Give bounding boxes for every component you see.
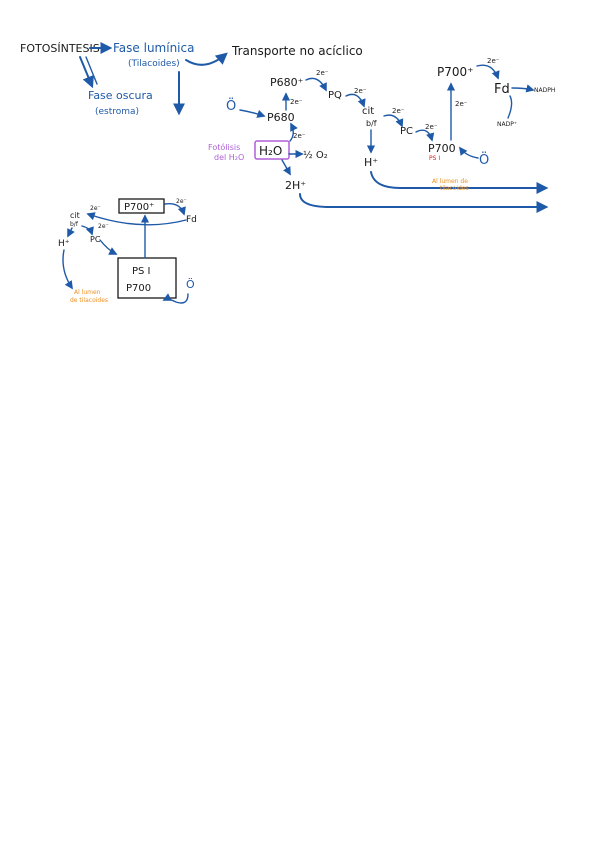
arrow-pc-to-p700	[415, 129, 435, 142]
cyclic-arrow-p700plus-to-fd	[164, 203, 186, 216]
arrow-light-to-p700	[458, 146, 479, 159]
node-pq: PQ	[328, 90, 342, 101]
lumen-label-1: Al lumen de	[432, 178, 468, 185]
cyclic-node-p700: P700	[126, 283, 151, 294]
cyclic-e-label-2: 2e⁻	[90, 205, 101, 212]
node-2h-plus: 2H⁺	[285, 179, 306, 192]
arrow-cit-to-pc	[383, 114, 404, 128]
arrow-p700plus-to-fd	[476, 64, 500, 80]
cyclic-node-p700-plus: P700⁺	[124, 202, 154, 213]
arrow-to-transporte	[185, 52, 228, 66]
label-fase-luminica: Fase lumínica	[113, 41, 194, 55]
cyclic-arrow-cit-to-pc	[81, 225, 94, 236]
node-fd: Fd	[494, 82, 510, 97]
node-pc: PC	[400, 126, 413, 137]
cyclic-node-pc: PC	[90, 235, 101, 244]
cyclic-psi-box	[117, 257, 177, 299]
cyclic-arrow-light-to-psi	[162, 293, 189, 304]
cyclic-e-label-1: 2e⁻	[176, 198, 187, 205]
e-label-2: 2e⁻	[316, 69, 329, 77]
cyclic-node-fd: Fd	[186, 215, 197, 225]
cyclic-light-icon: Ö	[186, 278, 195, 291]
arrow-light-to-p680	[239, 109, 266, 118]
cyclic-lumen-label-2: de tilacoides	[70, 297, 108, 304]
h2o-box	[254, 140, 290, 160]
cyclic-e-label-3: 2e⁻	[98, 223, 109, 230]
e-label-7: 2e⁻	[487, 57, 500, 65]
cyclic-arrow-h-to-lumen	[62, 249, 73, 290]
cyclic-p700-plus-box	[118, 198, 165, 214]
label-psi: PS I	[429, 155, 440, 162]
title-fotosintesis: FOTOSÍNTESIS	[20, 42, 100, 55]
arrow-h2o-to-p680	[289, 122, 298, 142]
e-label-1: 2e⁻	[290, 98, 303, 106]
node-h-plus: H⁺	[364, 156, 378, 169]
arrow-h-to-lumen	[370, 171, 549, 194]
e-label-5: 2e⁻	[425, 123, 438, 131]
e-label-6: 2e⁻	[455, 100, 468, 108]
label-fotolisis-2: del H₂O	[214, 153, 244, 162]
label-transporte-aciclico: Transporte no acíclico	[231, 44, 363, 58]
arrow-pq-to-cit	[345, 93, 366, 108]
cyclic-node-cit: cit	[70, 211, 80, 220]
node-p700: P700	[428, 142, 456, 155]
cyclic-node-bf: b/f	[70, 221, 79, 228]
arrow-to-fase-oscura-2	[85, 56, 98, 85]
label-estroma: (estroma)	[95, 107, 139, 117]
arrow-nadp-to-fd	[507, 95, 513, 119]
light-icon-psii: Ö	[226, 97, 236, 114]
light-icon-psi: Ö	[479, 151, 489, 168]
cyclic-node-h-plus: H⁺	[58, 239, 70, 249]
e-label-3: 2e⁻	[354, 87, 367, 95]
arrow-h2o-to-2h	[281, 159, 291, 176]
node-half-o2: ½ O₂	[303, 149, 328, 161]
node-nadph: NADPH	[534, 87, 555, 94]
node-p680: P680	[267, 111, 295, 124]
label-fase-oscura: Fase oscura	[88, 89, 153, 102]
cyclic-arrow-fd-to-cit	[86, 212, 187, 226]
arrow-2h-to-lumen	[299, 193, 549, 213]
arrow-fd-to-nadph	[511, 84, 535, 93]
node-cit: cit	[362, 106, 374, 117]
cyclic-arrow-cit-to-h	[67, 227, 75, 238]
cyclic-arrow-pc-to-psi	[99, 239, 118, 255]
node-nadp: NADP⁺	[497, 121, 517, 128]
arrow-to-fase-oscura	[79, 56, 94, 89]
label-fotolisis-1: Fotólisis	[208, 142, 240, 152]
e-label-4: 2e⁻	[392, 107, 405, 115]
node-p700-plus: P700⁺	[437, 65, 473, 79]
arrow-p680plus-to-pq	[305, 77, 327, 92]
label-tilacoides: (Tilacoides)	[128, 59, 180, 69]
e-label-8: 2e⁻	[293, 132, 306, 140]
cyclic-lumen-label-1: Al lumen	[74, 289, 101, 296]
lumen-label-2: tilacoides	[440, 185, 469, 192]
node-p680-plus: P680⁺	[270, 76, 304, 89]
node-bf: b/f	[366, 119, 377, 128]
node-h2o: H₂O	[259, 144, 282, 158]
cyclic-node-psi: PS I	[132, 266, 151, 277]
